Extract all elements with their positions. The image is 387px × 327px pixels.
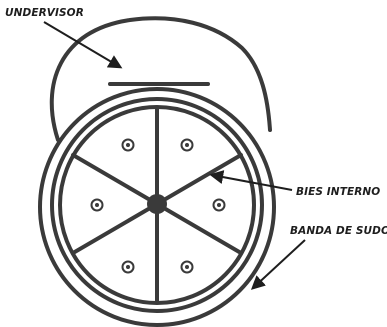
undervisor-arrow <box>44 22 120 67</box>
center-button <box>147 194 167 214</box>
bias-tape-label: BIES INTERNO <box>296 186 380 198</box>
sweatband-label: BANDA DE SUDOR <box>290 225 387 237</box>
undervisor-label: UNDERVISOR <box>5 7 84 19</box>
